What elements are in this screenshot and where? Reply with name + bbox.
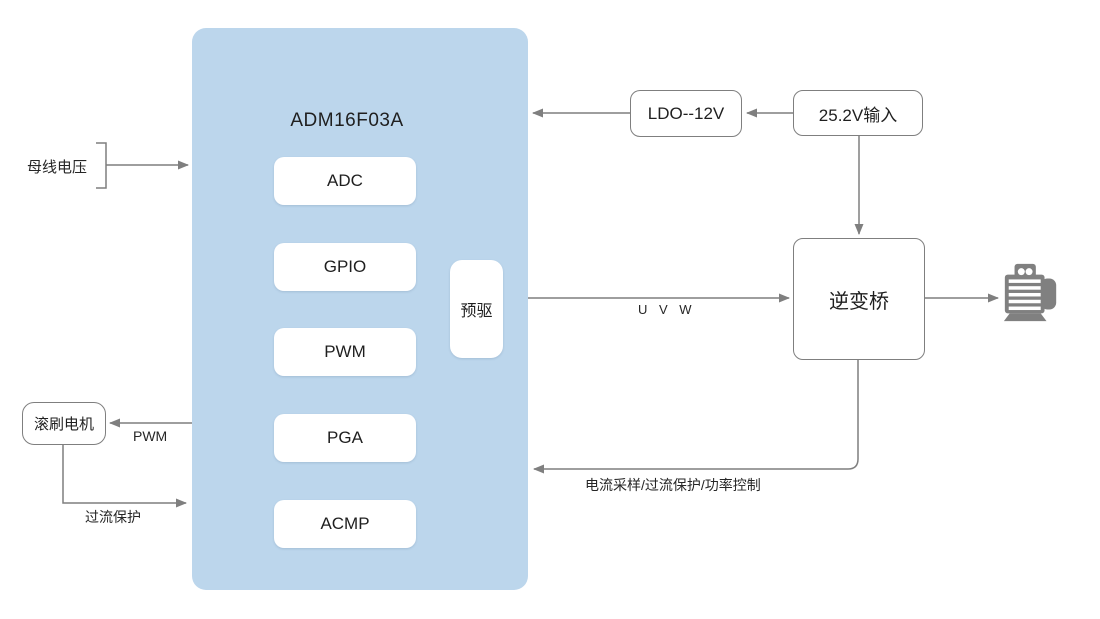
module-pwm: PWM (274, 328, 416, 376)
module-adc: ADC (274, 157, 416, 205)
predriver-label: 预驱 (460, 303, 493, 320)
chip-title: ADM16F03A (290, 110, 404, 131)
power-input-block: 25.2V输入 (793, 90, 923, 136)
motor-icon (1003, 263, 1057, 322)
overcurrent-arrow (62, 445, 187, 508)
main-chip-block: ADM16F03A ADC GPIO PWM PGA ACMP 预驱 (192, 28, 528, 590)
feedback-label: 电流采样/过流保护/功率控制 (585, 477, 761, 493)
brush-motor-label: 滚刷电机 (33, 416, 94, 433)
bus-voltage-bracket (96, 142, 107, 189)
module-gpio-label: GPIO (323, 257, 367, 276)
module-gpio: GPIO (274, 243, 416, 291)
power-input-label: 25.2V输入 (818, 105, 898, 125)
bus-voltage-label: 母线电压 (27, 159, 88, 176)
inverter-bridge-label: 逆变桥 (829, 290, 889, 313)
module-pga: PGA (274, 414, 416, 462)
inverter-bridge-block: 逆变桥 (793, 238, 925, 360)
ldo-block: LDO--12V (630, 90, 742, 137)
module-pwm-label: PWM (324, 342, 366, 361)
module-acmp-label: ACMP (320, 514, 370, 533)
module-adc-label: ADC (327, 171, 363, 190)
feedback-arrow (533, 360, 859, 474)
overcurrent-label: 过流保护 (85, 509, 141, 525)
uvw-label: U V W (638, 302, 696, 317)
brush-motor-block: 滚刷电机 (22, 402, 106, 445)
predriver-block: 预驱 (450, 260, 503, 358)
pwm-signal-label: PWM (133, 428, 168, 444)
module-acmp: ACMP (274, 500, 416, 548)
module-pga-label: PGA (327, 428, 363, 447)
ldo-label: LDO--12V (647, 103, 725, 123)
